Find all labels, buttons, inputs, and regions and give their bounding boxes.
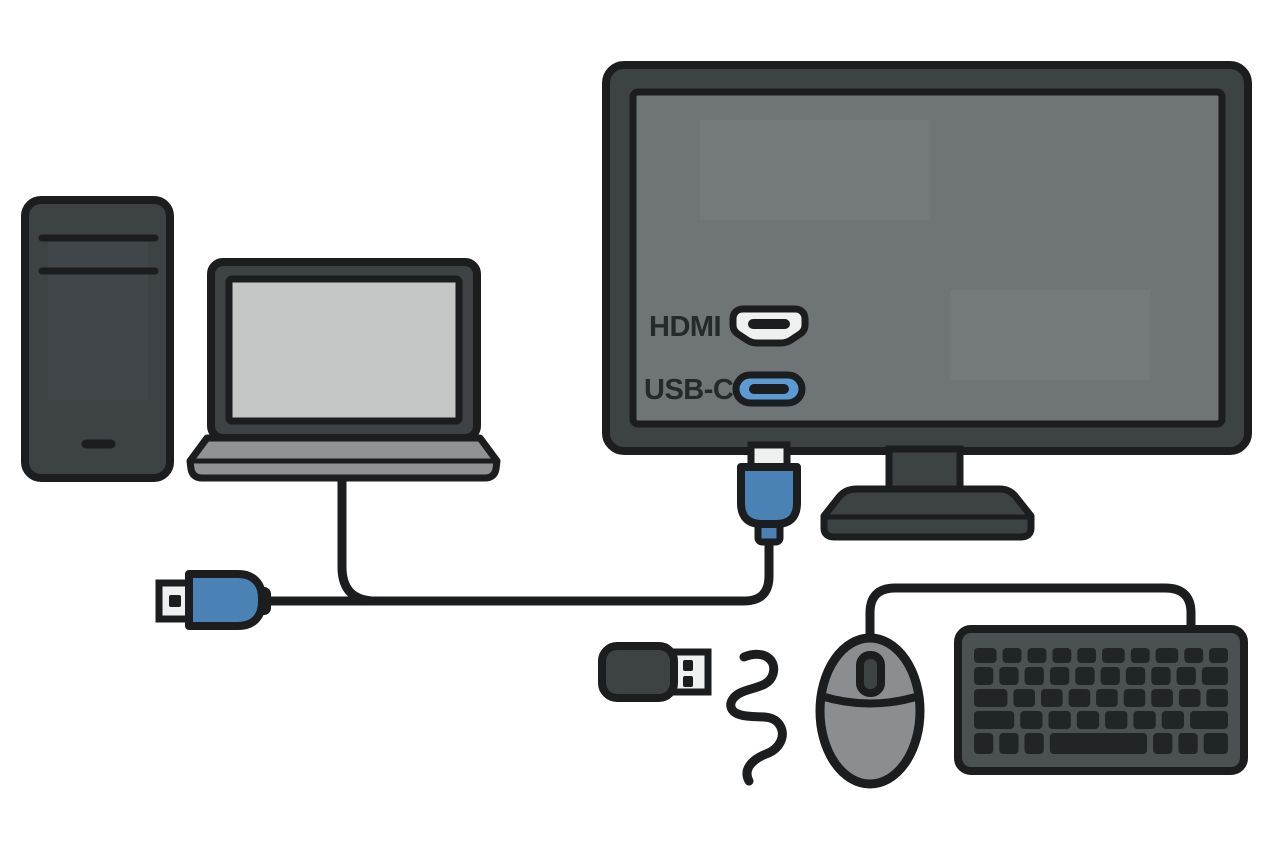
keyboard-key — [1100, 667, 1120, 685]
main-cable — [263, 531, 774, 606]
plug-body — [737, 463, 801, 528]
keyboard-key — [974, 689, 1008, 707]
keyboard-key — [1102, 648, 1125, 663]
mouse-cable — [865, 583, 1196, 653]
keyboard-key — [974, 711, 1015, 729]
keyboard-key — [974, 648, 997, 663]
keyboard-key — [1153, 733, 1173, 754]
keyboard-key — [974, 667, 994, 685]
keyboard-icon — [954, 625, 1248, 775]
laptop-cable — [337, 465, 381, 606]
keyboard-key — [1201, 667, 1228, 685]
keyboard-key — [1050, 667, 1070, 685]
keyboard-key — [1077, 648, 1097, 663]
keyboard-key — [999, 667, 1019, 685]
desktop-tower-icon — [21, 196, 174, 482]
keyboard-key — [1013, 689, 1035, 707]
usb-plug-monitor-icon — [737, 441, 801, 546]
monitor-stand-base — [820, 485, 1035, 541]
cable-squiggle-icon — [726, 649, 787, 786]
usb-c-port: USB-C — [644, 371, 806, 407]
keyboard-key — [1184, 648, 1204, 663]
keyboard-key — [1027, 648, 1047, 663]
keyboard-key — [1203, 733, 1228, 754]
keyboard-key — [1068, 689, 1091, 707]
dongle-body — [598, 642, 678, 702]
keyboard-keys — [974, 648, 1228, 754]
dongle-contact — [683, 660, 693, 671]
laptop-icon — [186, 258, 501, 482]
keyboard-key — [1130, 648, 1150, 663]
usb-cable-icon — [263, 465, 1196, 653]
keyboard-key — [1190, 711, 1228, 729]
keyboard-key — [1096, 689, 1118, 707]
keyboard-key — [1049, 733, 1148, 754]
usb-dongle-icon — [598, 642, 712, 702]
laptop-screen — [225, 275, 463, 425]
hdmi-port: HDMI — [649, 305, 809, 347]
keyboard-key — [1075, 667, 1095, 685]
laptop-base — [186, 434, 501, 482]
keyboard-key — [1209, 648, 1228, 663]
mouse-icon — [815, 633, 925, 789]
keyboard-key — [1178, 689, 1201, 707]
plug-tip-hole — [169, 595, 181, 607]
keyboard-key — [1176, 667, 1196, 685]
keyboard-key — [1048, 711, 1071, 729]
usb-c-port-icon — [732, 371, 806, 407]
hdmi-port-label: HDMI — [649, 311, 721, 343]
keyboard-key — [1206, 689, 1228, 707]
mouse-scroll-wheel — [856, 651, 885, 697]
keyboard-key — [1024, 733, 1044, 754]
keyboard-key — [999, 733, 1019, 754]
usb-c-port-label: USB-C — [644, 374, 734, 406]
keyboard-key — [1125, 667, 1146, 685]
keyboard-key — [974, 733, 994, 754]
keyboard-key — [1123, 689, 1146, 707]
mouse-body — [815, 633, 925, 789]
keyboard-key — [1020, 711, 1043, 729]
plug-body — [185, 570, 266, 630]
keyboard-key — [1052, 648, 1072, 663]
keyboard-key — [1076, 711, 1100, 729]
keyboard-key — [1133, 711, 1156, 729]
keyboard-key — [1178, 733, 1198, 754]
keyboard-key — [1151, 689, 1173, 707]
keyboard-key — [1155, 648, 1179, 663]
usb-plug-left-icon — [155, 570, 271, 630]
keyboard-key — [1041, 689, 1063, 707]
keyboard-key — [1024, 667, 1044, 685]
keyboard-key — [1151, 667, 1171, 685]
mouse-button-divider — [819, 692, 921, 708]
keyboard-key — [1105, 711, 1128, 729]
keyboard-key — [1002, 648, 1022, 663]
dongle-contact — [683, 676, 693, 687]
keyboard-key — [1161, 711, 1184, 729]
hdmi-port-icon — [729, 305, 809, 347]
monitor-icon: HDMI USB-C — [602, 61, 1252, 541]
